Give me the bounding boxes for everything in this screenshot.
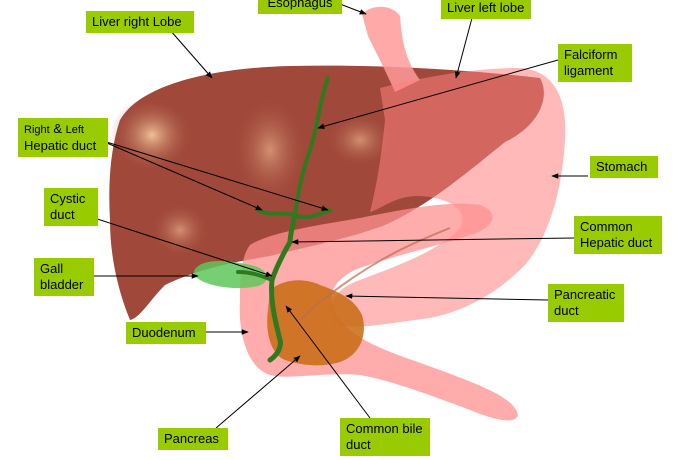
bile-ducts — [236, 76, 332, 363]
label-gall-bladder: Gall bladder — [34, 258, 94, 296]
label-duodenum: Duodenum — [126, 322, 206, 344]
label-liver-left-lobe: Liver left lobe — [441, 0, 531, 19]
liver-highlight — [110, 97, 194, 173]
label-hepatic-duct: Right & Left Hepatic duct — [18, 118, 108, 157]
duodenum-shape — [239, 203, 518, 421]
label-liver-right-lobe: Liver right Lobe — [86, 11, 194, 33]
label-stomach: Stomach — [590, 156, 658, 178]
label-falciform-ligament: Falciform ligament — [558, 44, 632, 82]
label-pancreatic-duct: Pancreatic duct — [548, 284, 624, 322]
label-cystic-line1: Cystic — [50, 191, 86, 206]
label-common-bile-line2: duct — [346, 437, 371, 452]
label-pancreas: Pancreas — [158, 428, 228, 450]
label-cystic-duct: Cystic duct — [44, 188, 98, 226]
label-common-bile-duct: Common bile duct — [340, 418, 430, 456]
liver-highlight — [150, 202, 210, 258]
label-common-bile-line1: Common bile — [346, 421, 423, 436]
label-gall-line1: Gall — [40, 261, 64, 276]
liver-highlight — [232, 95, 308, 205]
label-common-hepatic-line2: Hepatic duct — [580, 235, 653, 250]
label-hepatic-duct-text: Hepatic duct — [24, 138, 97, 153]
label-gall-line2: bladder — [40, 277, 84, 292]
label-falciform-line1: Falciform — [564, 47, 618, 62]
label-hepatic-right: Right — [24, 124, 50, 136]
pancreas-shape — [267, 280, 364, 366]
leader-lines — [81, 3, 588, 429]
label-common-hepatic-duct: Common Hepatic duct — [574, 216, 662, 254]
label-cystic-line2: duct — [50, 207, 75, 222]
label-hepatic-amp: & — [53, 121, 62, 136]
label-pancreatic-line2: duct — [554, 303, 579, 318]
label-esophagus: Esophagus — [258, 0, 342, 14]
label-hepatic-left: Left — [65, 124, 84, 136]
label-common-hepatic-line1: Common — [580, 219, 633, 234]
gall-bladder-shape — [194, 261, 267, 289]
pancreatic-duct-shape — [299, 227, 451, 321]
label-falciform-line2: ligament — [564, 63, 614, 78]
liver-highlight — [325, 112, 395, 168]
label-pancreatic-line1: Pancreatic — [554, 287, 616, 302]
stomach-shape — [329, 68, 566, 327]
esophagus-shape — [362, 6, 420, 92]
